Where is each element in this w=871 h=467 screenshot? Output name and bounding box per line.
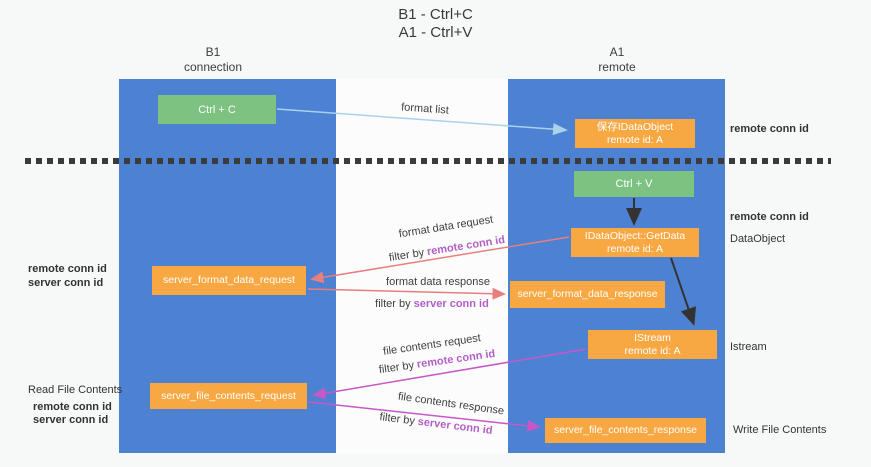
istream-line1: IStream	[634, 331, 671, 344]
server-file-contents-request-label: server_file_contents_request	[161, 389, 296, 402]
server-format-data-response-label: server_format_data_response	[517, 288, 658, 300]
ctrl-v-node: Ctrl + V	[574, 171, 694, 197]
remote-conn-id-annotation-mid: remote conn id	[730, 211, 809, 223]
title-line-1: B1 - Ctrl+C	[398, 6, 473, 23]
read-file-contents-annotation: Read File Contents	[28, 384, 123, 396]
server-file-contents-response-node: server_file_contents_response	[545, 418, 706, 443]
remote-conn-id-annotation-top: remote conn id	[730, 123, 809, 135]
session-separator-dashed-line	[25, 158, 831, 164]
save-idataobject-line1: 保存IDataObject	[596, 120, 674, 133]
getdata-line2: remote id: A	[606, 242, 664, 255]
ctrl-c-label: Ctrl + C	[198, 103, 236, 116]
server-file-contents-response-label: server_file_contents_response	[553, 424, 697, 436]
server-conn-id-text: server conn id	[413, 298, 489, 310]
diagram-title: B1 - Ctrl+C A1 - Ctrl+V	[0, 6, 871, 42]
lane-header-a1: A1 remote	[537, 45, 697, 75]
server-format-data-request-node: server_format_data_request	[152, 266, 306, 295]
istream-line2: remote id: A	[624, 344, 681, 357]
save-idataobject-line2: remote id: A	[606, 133, 664, 146]
title-line-2: A1 - Ctrl+V	[398, 24, 473, 41]
remote-conn-id-annotation-bottom-left: remote conn id	[33, 401, 112, 413]
ctrl-v-label: Ctrl + V	[615, 178, 653, 190]
remote-conn-id-annotation-left: remote conn id	[28, 263, 107, 275]
lane-b1-role: connection	[183, 60, 243, 74]
server-file-contents-request-node: server_file_contents_request	[150, 383, 307, 409]
getdata-line1: IDataObject::GetData	[584, 229, 686, 242]
server-format-data-response-node: server_format_data_response	[510, 281, 665, 308]
server-format-data-request-label: server_format_data_request	[163, 274, 295, 286]
lane-a1-name: A1	[609, 45, 625, 59]
lane-header-b1: B1 connection	[133, 45, 293, 75]
server-conn-id-annotation-bottom-left: server conn id	[33, 414, 109, 426]
lane-a1-role: remote	[598, 60, 636, 74]
istream-node: IStream remote id: A	[588, 330, 717, 359]
filter-by-text: filter by	[375, 298, 411, 310]
lane-b1-name: B1	[205, 45, 221, 59]
ctrl-c-node: Ctrl + C	[158, 95, 276, 124]
server-conn-id-annotation-left: server conn id	[28, 277, 104, 289]
write-file-contents-annotation: Write File Contents	[733, 424, 827, 436]
istream-annotation: Istream	[730, 341, 767, 353]
format-data-response-label: format data response	[386, 276, 490, 288]
dataobject-annotation: DataObject	[730, 233, 786, 245]
getdata-node: IDataObject::GetData remote id: A	[571, 228, 699, 257]
save-idataobject-node: 保存IDataObject remote id: A	[575, 119, 695, 148]
